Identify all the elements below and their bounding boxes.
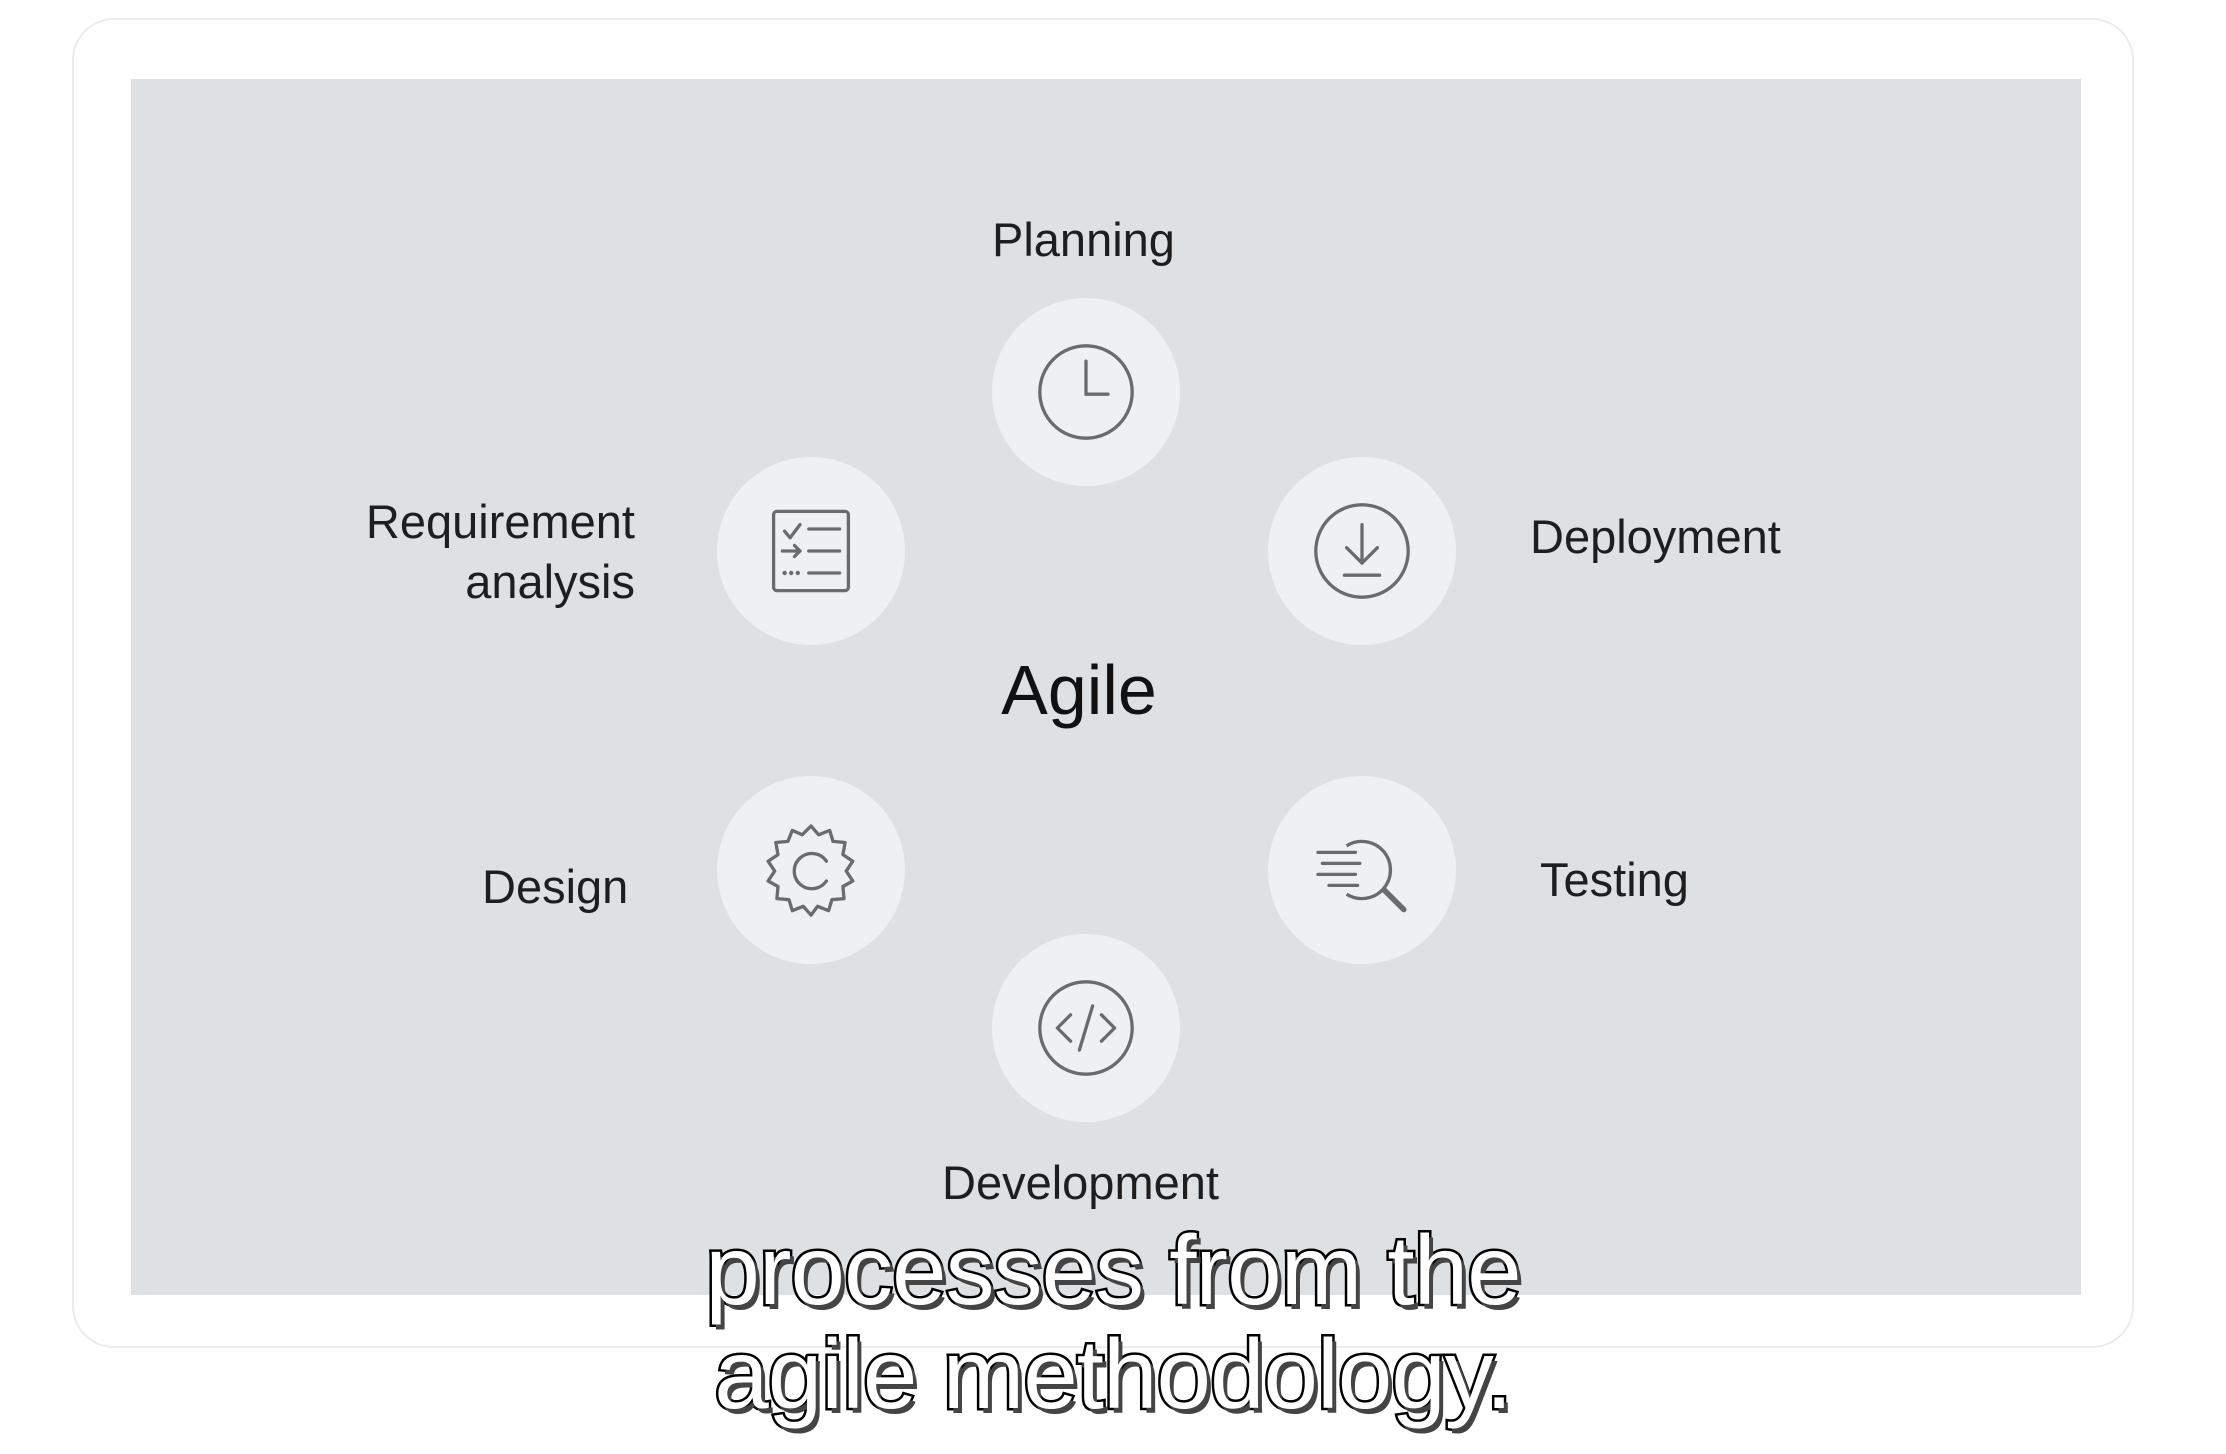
- magnifier-icon: [1316, 839, 1407, 913]
- diagram-center-title: Agile: [1001, 651, 1157, 729]
- subtitle-line-1: processes from the: [703, 1215, 1524, 1325]
- checklist-icon: [771, 509, 851, 593]
- stage-node-deployment: [1268, 457, 1456, 645]
- stage-node-development: [992, 934, 1180, 1122]
- stage-label-planning: Planning: [992, 213, 1175, 266]
- download-icon: [1314, 503, 1410, 599]
- stage-node-design: [717, 776, 905, 964]
- stage-label-requirement-analysis: Requirement analysis: [340, 492, 635, 612]
- subtitle-line-2: agile methodology.: [712, 1319, 1515, 1429]
- code-icon: [1038, 980, 1134, 1076]
- stage-label-requirement-analysis-line1: Requirement: [365, 495, 635, 548]
- stage-label-requirement-analysis-line2: analysis: [465, 555, 635, 608]
- stage-label-testing: Testing: [1540, 853, 1689, 906]
- stage-node-planning: [992, 298, 1180, 486]
- clock-icon: [1038, 344, 1134, 440]
- stage-label-design: Design: [482, 860, 629, 913]
- gear-icon: [766, 824, 855, 917]
- stage-node-requirement-analysis: [717, 457, 905, 645]
- stage-node-testing: [1268, 776, 1456, 964]
- stage-label-development: Development: [942, 1156, 1219, 1209]
- stage-label-deployment: Deployment: [1530, 510, 1781, 563]
